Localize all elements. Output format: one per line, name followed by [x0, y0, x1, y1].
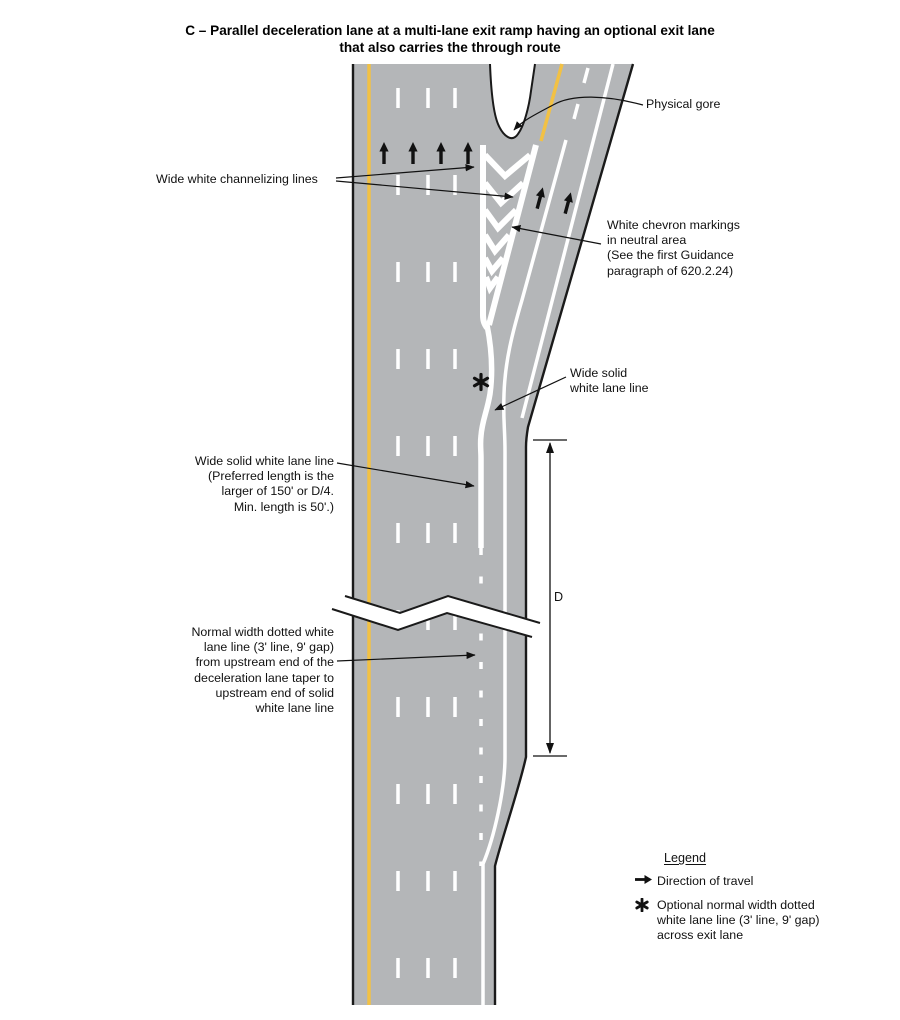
- label-chevron-markings: White chevron markings in neutral area (…: [607, 218, 740, 278]
- dimension-label-D: D: [551, 590, 567, 604]
- dimension-arrowheads: [546, 442, 554, 754]
- figure-title-line1: C – Parallel deceleration lane at a mult…: [185, 23, 715, 38]
- legend-title: Legend: [664, 851, 707, 865]
- white-edge-lines: [481, 63, 615, 1005]
- dashed-lane-lines: [396, 64, 457, 1005]
- figure-title: C – Parallel deceleration lane at a mult…: [0, 23, 900, 56]
- road-pavement: [353, 64, 633, 1005]
- travel-arrows: [379, 142, 573, 215]
- pavement-edges: [351, 63, 635, 1005]
- leader-lines: [335, 96, 644, 662]
- road-break-symbol: [331, 594, 541, 638]
- figure-title-line2: that also carries the through route: [339, 39, 561, 55]
- legend-item-direction-text: Direction of travel: [657, 874, 754, 888]
- legend-item-direction: Direction of travel: [635, 874, 753, 889]
- label-dotted-lane-line: Normal width dotted white lane line (3' …: [191, 625, 334, 716]
- direction-arrow-icon: [635, 874, 652, 884]
- wide-solid-lane-line: [477, 324, 495, 548]
- dimension-line-D: [533, 439, 567, 757]
- label-channelizing-lines: Wide white channelizing lines: [156, 172, 318, 186]
- heavy-asterisk-icon: [635, 898, 652, 912]
- legend-item-optional-dotted: Optional normal width dotted white lane …: [635, 898, 819, 944]
- legend-item-optional-dotted-text: Optional normal width dotted white lane …: [657, 898, 820, 943]
- label-physical-gore: Physical gore: [646, 97, 721, 111]
- label-wide-solid-lane-line-short: Wide solid white lane line: [570, 366, 649, 396]
- chevron-markings: [482, 152, 532, 295]
- optional-asterisk-marker: [472, 372, 490, 392]
- yellow-edge-lines: [367, 63, 564, 1005]
- channelizing-lines: [480, 144, 539, 330]
- label-wide-solid-lane-line-long: Wide solid white lane line (Preferred le…: [194, 454, 334, 514]
